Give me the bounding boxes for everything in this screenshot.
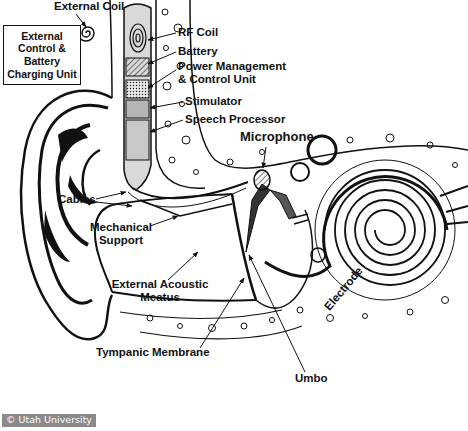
bone-pore bbox=[386, 134, 394, 142]
implant-body bbox=[124, 4, 151, 190]
bone-pore bbox=[241, 323, 247, 329]
semicircular-canal bbox=[291, 163, 309, 181]
bone-pore bbox=[147, 315, 153, 321]
bone-pore bbox=[427, 142, 433, 148]
bone-pore bbox=[260, 150, 265, 155]
watermark: © Utah University bbox=[2, 414, 96, 427]
bone-pore bbox=[363, 314, 368, 319]
part-label: Umbo bbox=[295, 372, 328, 385]
leader-line bbox=[150, 102, 183, 108]
leader-line bbox=[150, 216, 178, 226]
pinna-outline bbox=[21, 91, 112, 340]
leader-line bbox=[150, 120, 183, 132]
part-label: Mechanical Support bbox=[82, 221, 160, 247]
malleus bbox=[246, 184, 270, 252]
processor-part bbox=[126, 120, 149, 160]
rf-coil bbox=[136, 34, 140, 42]
part-label: Speech Processor bbox=[185, 113, 285, 126]
leader-line bbox=[148, 52, 176, 64]
bone-pore bbox=[453, 163, 458, 168]
bone-pore bbox=[327, 315, 334, 322]
bone-line bbox=[120, 310, 282, 319]
part-label: Electrode bbox=[322, 265, 366, 314]
leader-line bbox=[168, 252, 198, 280]
leader-line bbox=[148, 33, 176, 40]
part-label: Tympanic Membrane bbox=[96, 346, 210, 359]
middle-ear-wall bbox=[256, 210, 312, 308]
bone-pore bbox=[164, 46, 169, 51]
canal-wall bbox=[112, 194, 232, 205]
bone-pore bbox=[297, 307, 303, 313]
rf-coil bbox=[130, 24, 146, 52]
leader-lines bbox=[76, 14, 305, 372]
leader-line bbox=[249, 255, 305, 372]
box-text: External Control & Battery Charging Unit bbox=[4, 30, 80, 80]
part-label: Microphone bbox=[240, 130, 314, 145]
incus bbox=[270, 190, 296, 219]
cochlea-wall bbox=[315, 160, 455, 300]
bone-pore bbox=[163, 82, 171, 90]
battery-part bbox=[126, 58, 149, 76]
stimulator-part bbox=[126, 100, 149, 118]
electrode-array bbox=[265, 177, 447, 277]
bone-pore bbox=[178, 324, 183, 329]
bone-pore bbox=[194, 170, 199, 175]
part-label: Power Management & Control Unit bbox=[178, 60, 296, 86]
cochlea-spiral bbox=[325, 170, 445, 285]
round-window bbox=[311, 248, 325, 262]
bone-line bbox=[140, 326, 302, 339]
bone-pore bbox=[407, 309, 413, 315]
pinna-shade bbox=[44, 210, 70, 262]
bone-pore bbox=[347, 137, 353, 143]
helix-fold bbox=[39, 105, 108, 303]
leader-line bbox=[96, 192, 126, 199]
rf-coil bbox=[133, 29, 143, 47]
pinna-shade bbox=[58, 129, 88, 162]
mechanical-support bbox=[140, 200, 232, 216]
bone-pore bbox=[162, 9, 168, 15]
part-label: External Coil bbox=[54, 0, 124, 13]
concha-fold bbox=[95, 205, 112, 292]
control-unit-box: External Control & Battery Charging Unit bbox=[3, 25, 81, 85]
stapes bbox=[292, 214, 308, 224]
skin-line bbox=[110, 0, 112, 98]
part-label: Stimulator bbox=[185, 95, 242, 108]
bone-pore bbox=[442, 297, 449, 304]
part-label: RF Coil bbox=[178, 26, 218, 39]
control-unit-part bbox=[126, 80, 149, 98]
part-label: Battery bbox=[178, 45, 218, 58]
part-label: External Acoustic Meatus bbox=[104, 278, 216, 304]
bone-pore bbox=[182, 136, 190, 144]
leader-line bbox=[96, 202, 132, 206]
microphone-part bbox=[254, 170, 270, 190]
bone-pore bbox=[270, 318, 275, 323]
leader-line bbox=[263, 147, 266, 168]
part-label: Cables bbox=[58, 193, 96, 206]
bone-pore bbox=[227, 159, 233, 165]
bone-pore bbox=[169, 157, 175, 163]
nerve-line bbox=[440, 186, 468, 224]
leader-line bbox=[148, 70, 176, 88]
